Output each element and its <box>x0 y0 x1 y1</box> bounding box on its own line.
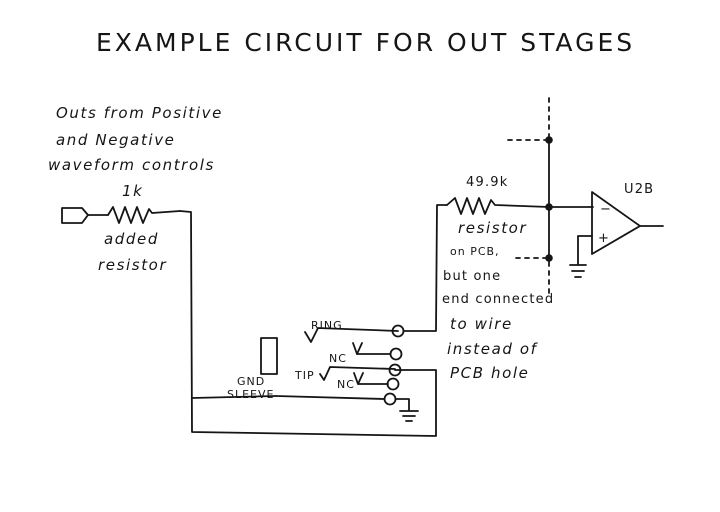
upper-node <box>545 136 553 144</box>
outs-note-line-2: and Negative <box>56 131 176 149</box>
sleeve-lug <box>383 392 397 406</box>
resistor-49k9-note-7: PCB hole <box>450 364 529 382</box>
resistor-49k9-note-5: to wire <box>450 315 513 333</box>
ring-nc-arrow <box>352 342 363 355</box>
resistor-49k9-note-4: end connected <box>442 292 554 307</box>
resistor-1k-label: 1k <box>122 182 143 200</box>
tip-nc-lug <box>386 377 400 391</box>
opamp-minus: − <box>600 202 612 217</box>
resistor-1k-note-1: added <box>104 230 159 248</box>
opamp-ground-wire <box>577 235 593 265</box>
jack-ground-wire <box>395 398 410 411</box>
jack-body <box>260 337 278 375</box>
sleeve-return-wire <box>191 395 277 399</box>
nc-label-2: NC <box>337 378 355 391</box>
resistor-49k9-label: 49.9k <box>466 175 508 190</box>
output-loop-wire <box>179 210 437 437</box>
resistor-49k9-note-1: resistor <box>458 219 527 237</box>
ring-nc-lug <box>389 347 403 361</box>
tip-lug <box>388 363 402 377</box>
ring-contact <box>304 327 399 343</box>
nc-label-1: NC <box>329 352 347 365</box>
resistor-49k9-note-6: instead of <box>447 340 539 358</box>
input-connector <box>61 207 89 224</box>
resistor-49k9-note-3: but one <box>443 269 501 284</box>
resistor-49k9 <box>446 197 550 215</box>
opamp-plus: + <box>598 231 610 246</box>
diagram-title: EXAMPLE CIRCUIT FOR OUT STAGES <box>96 28 635 57</box>
resistor-1k <box>107 206 181 224</box>
tip-nc-arrow <box>353 372 364 385</box>
lower-node <box>545 254 553 262</box>
sleeve-label: SLEEVE <box>227 388 275 401</box>
opamp-ground-icon <box>569 264 587 278</box>
outs-note-line-3: waveform controls <box>48 156 215 174</box>
sleeve-contact <box>275 395 385 400</box>
jack-ground-icon <box>399 410 419 422</box>
opamp-u2b <box>591 191 641 255</box>
gnd-label: GND <box>237 375 265 388</box>
ring-to-resistor-wire <box>403 204 448 332</box>
opamp-label: U2B <box>624 182 654 197</box>
outs-note-line-1: Outs from Positive <box>56 104 223 122</box>
tip-label: TIP <box>294 369 315 382</box>
tip-contact <box>319 366 396 381</box>
resistor-1k-note-2: resistor <box>98 256 167 274</box>
ring-label: RING <box>311 319 343 332</box>
resistor-49k9-note-2: on PCB, <box>450 245 500 258</box>
